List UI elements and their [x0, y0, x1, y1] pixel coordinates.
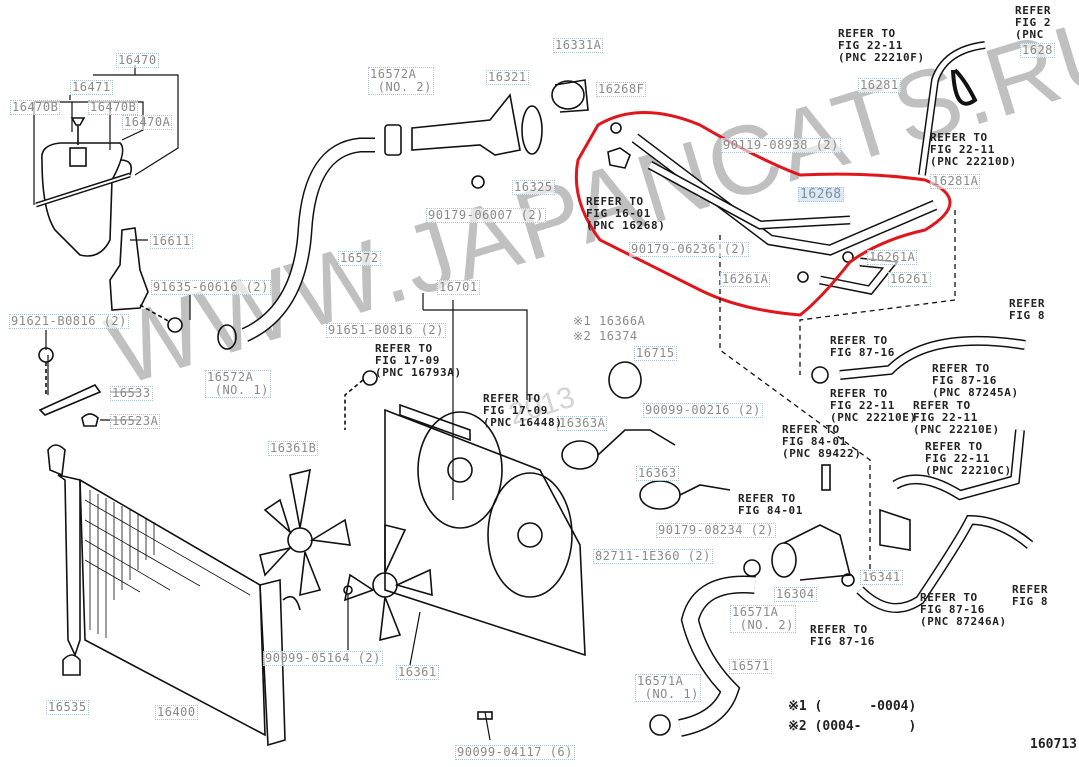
part-label[interactable]: 16268F	[596, 82, 647, 97]
water-bypass-pipe	[607, 122, 938, 295]
part-label[interactable]: 16470B	[10, 100, 61, 115]
part-label[interactable]: 16470B	[88, 100, 139, 115]
radiator-support-cushion	[62, 654, 81, 676]
reference-note[interactable]: REFER TO FIG 87-16 (PNC 87246A)	[920, 591, 1007, 628]
part-label[interactable]: 16361	[396, 665, 439, 680]
reference-note[interactable]: REFER TO FIG 16-01 (PNC 16268)	[586, 195, 666, 232]
radiator	[47, 444, 301, 747]
bolt-marker-b	[167, 317, 183, 333]
part-label[interactable]: 16321	[486, 70, 529, 85]
reference-note[interactable]: REFER TO FIG 22-11 (PNC 22210F)	[838, 27, 925, 64]
part-label[interactable]: 1628	[1020, 43, 1055, 58]
part-label[interactable]: 16261A	[867, 250, 918, 265]
part-label[interactable]: 16701	[437, 280, 480, 295]
legend-item: ※2 (0004- )	[788, 719, 917, 734]
part-label[interactable]: 16400	[155, 705, 198, 720]
part-label[interactable]: 16261	[888, 272, 931, 287]
reference-note[interactable]: REFER TO FIG 22-11 (PNC 22210D)	[930, 131, 1017, 168]
figure-code: 160713	[1030, 737, 1077, 752]
part-label[interactable]: 82711-1E360 (2)	[593, 549, 713, 564]
part-label[interactable]: 90099-00216 (2)	[643, 403, 763, 418]
part-label[interactable]: 16571A (NO. 1)	[635, 674, 701, 702]
reference-note[interactable]: REFER TO FIG 17-09 (PNC 16448)	[483, 392, 563, 429]
part-label[interactable]: 16572A (NO. 2)	[368, 67, 434, 95]
reference-note[interactable]: REFER TO FIG 22-11 (PNC 22210E)	[913, 399, 1000, 436]
part-label[interactable]: 16523A	[110, 414, 161, 429]
part-label[interactable]: 90099-04117 (6)	[455, 745, 575, 760]
reference-note[interactable]: REFER TO FIG 87-16	[810, 623, 876, 648]
reference-note[interactable]: REFER FIG 8	[1009, 297, 1046, 322]
bracket	[109, 227, 149, 311]
part-label[interactable]: 90179-08234 (2)	[656, 523, 776, 538]
reservoir-tank	[35, 117, 133, 257]
water-inlet-housing	[771, 464, 911, 581]
part-label[interactable]: 16533	[110, 386, 153, 401]
part-label[interactable]: 90099-05164 (2)	[263, 651, 383, 666]
reference-note[interactable]: REFER FIG 8	[1012, 583, 1049, 608]
fan-blade	[259, 468, 352, 597]
legend-item: ※1 ( -0004)	[788, 699, 917, 714]
part-label[interactable]: 16470A	[122, 115, 173, 130]
part-label[interactable]: 16331A	[553, 38, 604, 53]
reference-note[interactable]: REFER TO FIG 22-11 (PNC 22210C)	[925, 440, 1012, 477]
part-label[interactable]: 16715	[634, 346, 677, 361]
reference-note[interactable]: REFER TO FIG 87-16 (PNC 87245A)	[932, 362, 1019, 399]
part-label[interactable]: 16261A	[720, 272, 771, 287]
heater-hose	[811, 335, 1034, 613]
reference-note[interactable]: REFER TO FIG 87-16	[830, 334, 896, 359]
part-label[interactable]: 90179-06007 (2)	[426, 208, 546, 223]
part-label[interactable]: ※2 16374	[571, 329, 640, 344]
reference-note[interactable]: REFER TO FIG 17-09 (PNC 16793A)	[375, 342, 462, 379]
bracket-16533	[38, 383, 102, 416]
part-label[interactable]: 16361B	[268, 441, 319, 456]
water-outlet	[411, 79, 589, 189]
radiator-hose-upper	[217, 124, 402, 350]
radiator-hose-lower	[649, 559, 761, 737]
part-label[interactable]: 16571	[729, 659, 772, 674]
part-label[interactable]: 16363	[636, 466, 679, 481]
part-label[interactable]: 91651-B0816 (2)	[326, 323, 446, 338]
part-label[interactable]: 90179-06236 (2)	[629, 242, 749, 257]
reference-note[interactable]: REFER FIG 2 (PNC	[1015, 4, 1052, 41]
part-label[interactable]: 16572A (NO. 1)	[205, 370, 271, 398]
part-label[interactable]: 16571A (NO. 2)	[730, 605, 796, 633]
part-label[interactable]: 16471	[70, 80, 113, 95]
selected-part-label[interactable]: 16268	[798, 187, 844, 202]
part-label[interactable]: 16281	[858, 78, 901, 93]
part-label[interactable]: 16341	[860, 570, 903, 585]
bolt-marker-b	[38, 347, 54, 363]
reference-note[interactable]: REFER TO FIG 84-01 (PNC 89422)	[782, 423, 862, 460]
part-label[interactable]: 16304	[774, 587, 817, 602]
bolt-marker-b	[362, 370, 378, 386]
part-label[interactable]: 16535	[46, 700, 89, 715]
part-label[interactable]: 16611	[150, 234, 193, 249]
part-label[interactable]: ※1 16366A	[571, 314, 648, 329]
part-label[interactable]: 16363A	[557, 416, 608, 431]
part-label[interactable]: 16572	[338, 251, 381, 266]
fan-motor	[561, 361, 731, 510]
reference-note[interactable]: REFER TO FIG 84-01	[738, 492, 804, 517]
reference-note[interactable]: REFER TO FIG 22-11 (PNC 22210E)	[830, 387, 917, 424]
part-label[interactable]: 16470	[116, 53, 159, 68]
part-label[interactable]: 16325	[512, 180, 555, 195]
fan-blade	[343, 523, 433, 642]
part-label[interactable]: 90119-08938 (2)	[721, 138, 841, 153]
part-label[interactable]: 91621-B0816 (2)	[9, 314, 129, 329]
radiator-cap	[81, 413, 99, 427]
part-label[interactable]: 91635-60616 (2)	[151, 280, 271, 295]
fan-shroud	[384, 403, 586, 657]
bolt	[477, 711, 493, 720]
part-label[interactable]: 16281A	[930, 174, 981, 189]
